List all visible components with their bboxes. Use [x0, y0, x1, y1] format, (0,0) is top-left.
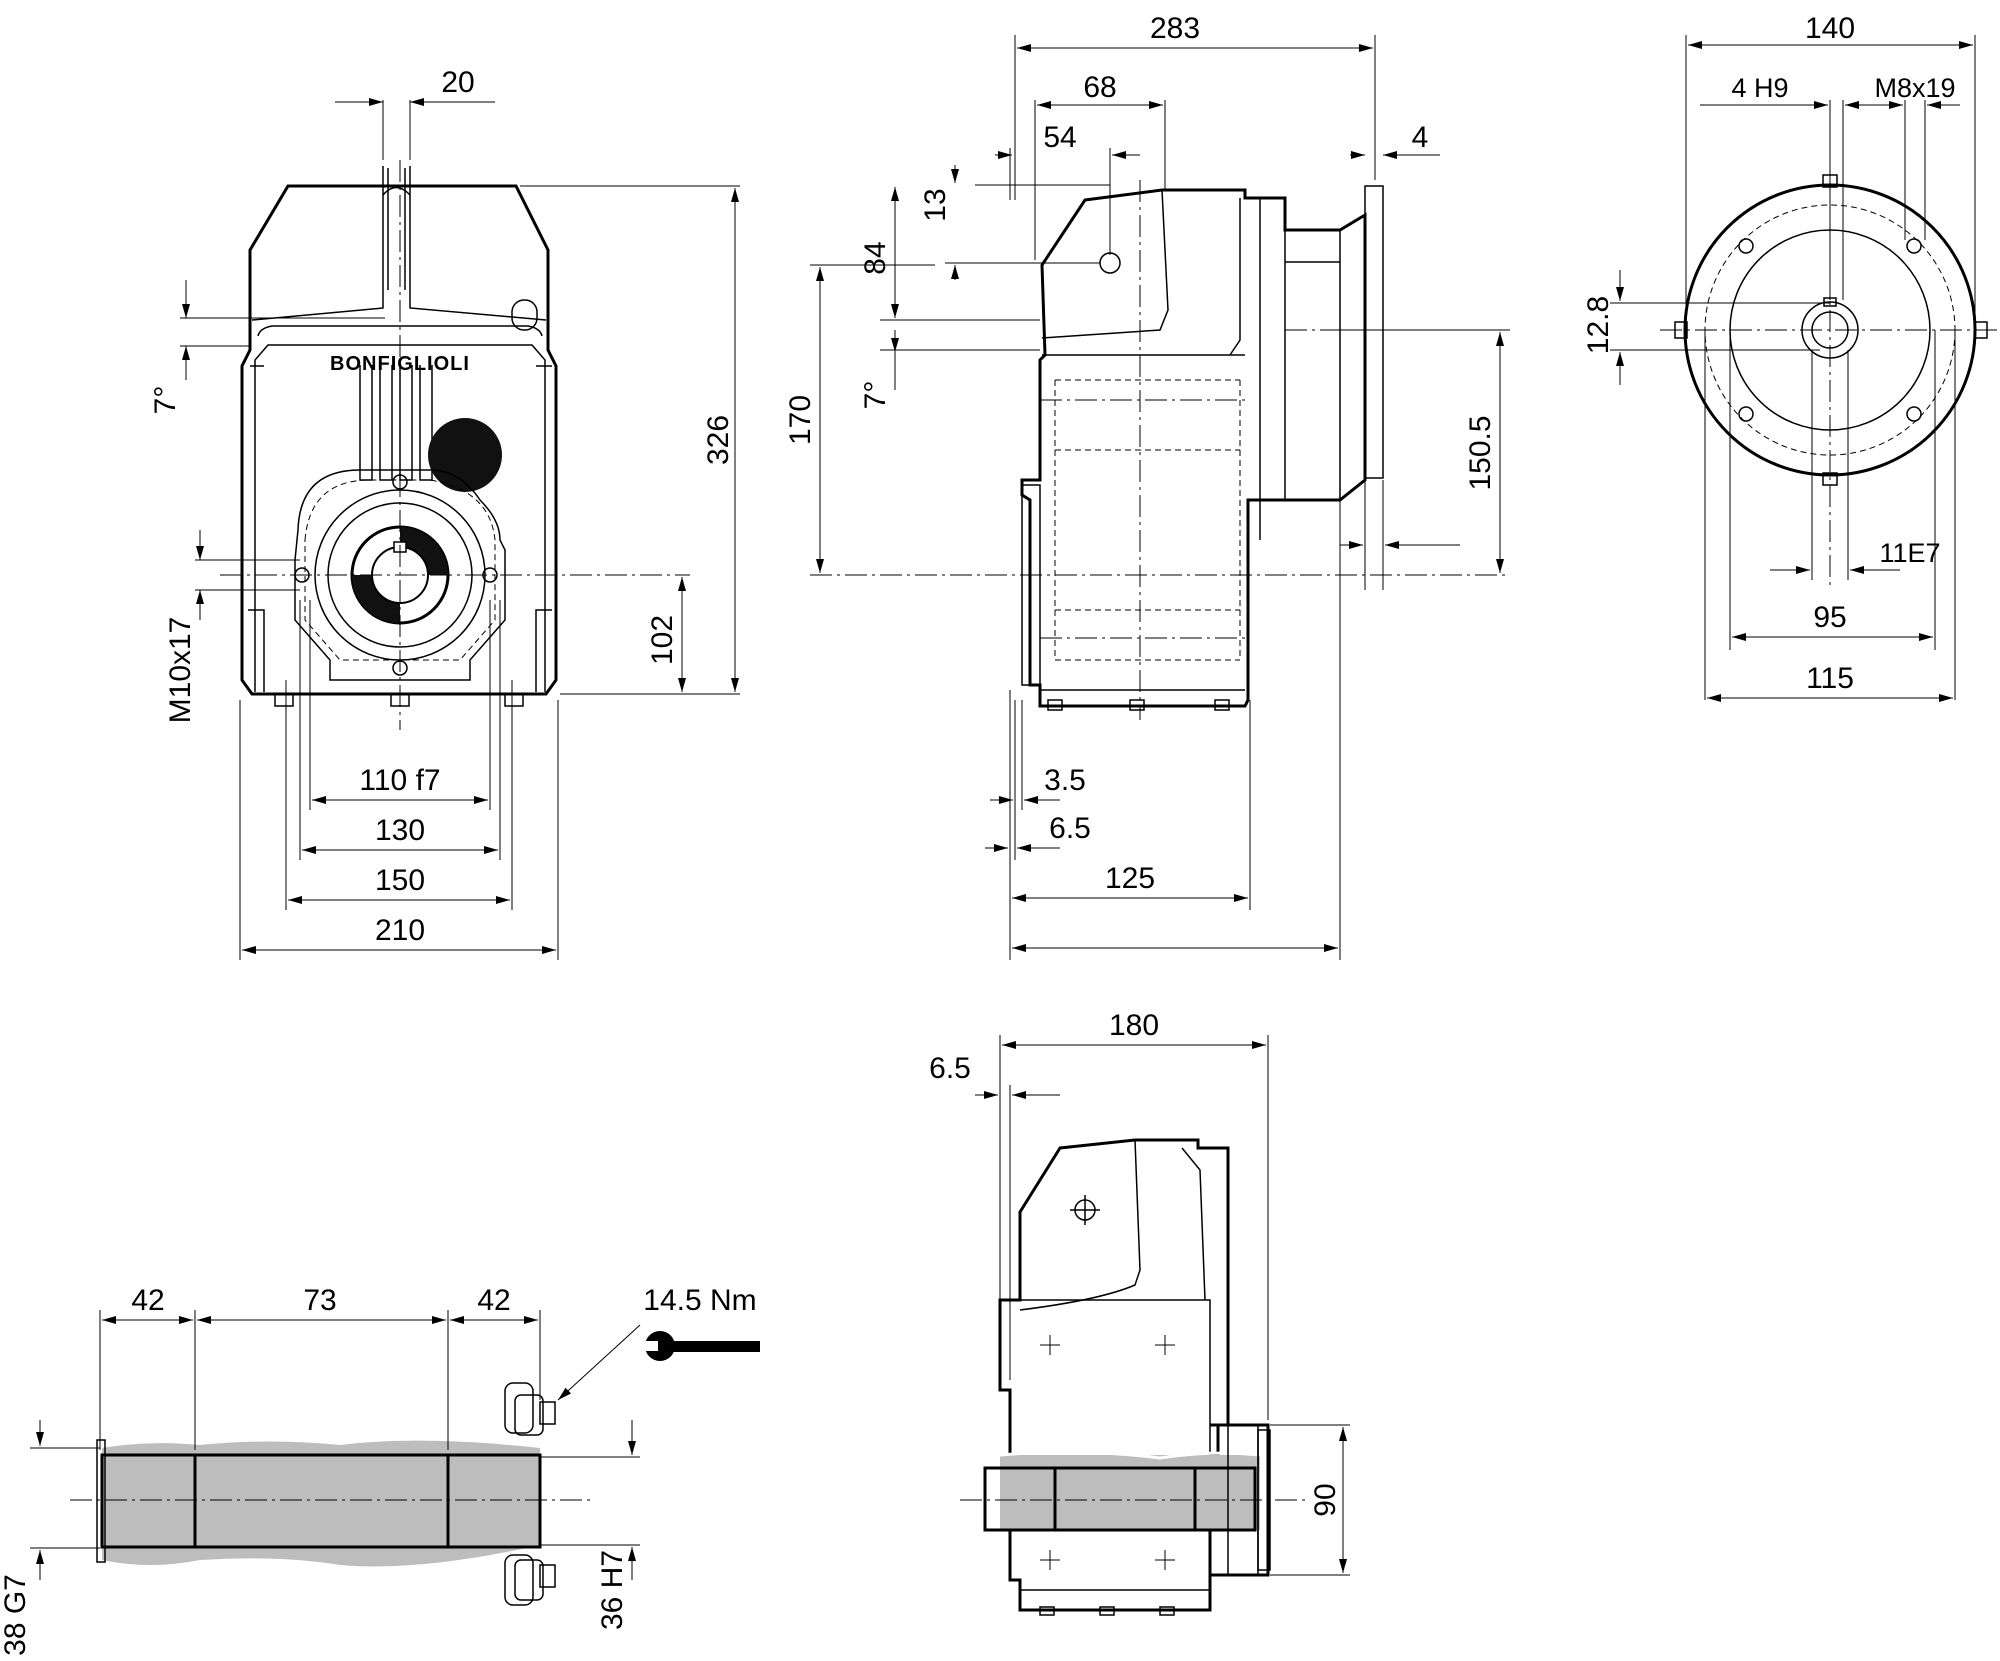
dim-150: 150 [375, 864, 425, 897]
dim-m10x17: M10x17 [164, 617, 197, 724]
dim-42a: 42 [131, 1284, 164, 1317]
torque-label: 14.5 Nm [643, 1284, 756, 1317]
dim-12-8: 12.8 [1582, 296, 1615, 354]
dim-38g7: 38 G7 [0, 1574, 32, 1656]
wrench-icon [640, 1331, 760, 1361]
shaft-bore-right [446, 1453, 542, 1549]
dim-90: 90 [1309, 1483, 1342, 1516]
dim-m8x19: M8x19 [1874, 73, 1955, 103]
gearbox-housing-side [1020, 188, 1367, 708]
vent-plug [511, 299, 538, 331]
dim-125: 125 [1105, 862, 1155, 895]
dim-4h9: 4 H9 [1731, 73, 1788, 103]
dim-68: 68 [1083, 71, 1116, 104]
motor-flange [1364, 185, 1384, 479]
shaft-section: 14.5 Nm 42 73 42 38 G7 36 H7 [0, 1284, 760, 1656]
dim-4: 4 [1412, 121, 1429, 154]
dim-170: 170 [784, 395, 817, 445]
dim-210: 210 [375, 914, 425, 947]
front-view: BONFIGLIOLI 20 7° [149, 66, 740, 960]
shrink-disc-top [504, 1382, 534, 1434]
dim-130: 130 [375, 814, 425, 847]
dim-95: 95 [1813, 601, 1846, 634]
dim-102: 102 [646, 615, 679, 665]
dim-326: 326 [702, 415, 735, 465]
shrink-disc-bottom [504, 1554, 534, 1606]
dim-3-5: 3.5 [1044, 764, 1086, 797]
dim-110f7: 110 f7 [359, 764, 440, 797]
dim-54: 54 [1043, 121, 1076, 154]
dim-6-5-side: 6.5 [1049, 812, 1091, 845]
dim-36h7: 36 H7 [596, 1550, 629, 1630]
shrink-disc-view: 180 6.5 90 [929, 1009, 1350, 1616]
dim-150-5: 150.5 [1464, 415, 1497, 490]
dim-84: 84 [859, 241, 892, 274]
dim-283: 283 [1150, 12, 1200, 45]
oil-plug [428, 418, 502, 492]
dim-115: 115 [1806, 662, 1854, 695]
dim-73: 73 [303, 1284, 336, 1317]
dim-180: 180 [1109, 1009, 1159, 1042]
dim-7deg-side: 7° [859, 381, 892, 410]
dim-13: 13 [919, 188, 952, 221]
gearbox-housing-bottom-view [998, 1138, 1230, 1612]
side-view: 283 68 54 4 13 84 170 7° 150.5 [784, 12, 1510, 960]
dim-6-5-disc: 6.5 [929, 1052, 971, 1085]
dim-7deg-front: 7° [149, 386, 182, 415]
motor-end-view: 140 4 H9 M8x19 12.8 11E7 95 115 [1582, 12, 2000, 702]
dim-42b: 42 [477, 1284, 510, 1317]
dim-20: 20 [441, 66, 474, 99]
dim-11e7: 11E7 [1879, 538, 1940, 568]
dim-140: 140 [1805, 12, 1855, 45]
